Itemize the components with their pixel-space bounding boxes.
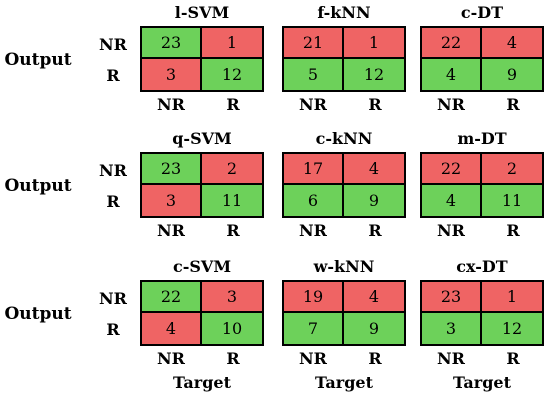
output-label: Output — [4, 50, 72, 70]
cell-r-nr: 3 — [142, 59, 202, 90]
cell-nr-nr: 22 — [422, 154, 482, 185]
confusion-matrix: 21 1 5 12 — [282, 26, 406, 92]
cell-nr-nr: 17 — [284, 154, 344, 185]
block-title: c-SVM — [172, 257, 232, 276]
output-label: Output — [4, 304, 72, 324]
target-col-labels: NR R — [420, 96, 544, 114]
col-label-r: R — [226, 349, 240, 368]
cell-nr-r: 1 — [344, 28, 404, 59]
cell-r-r: 11 — [202, 185, 262, 216]
col-label-nr: NR — [437, 221, 465, 240]
col-label-nr: NR — [157, 349, 185, 368]
row-label-nr: NR — [99, 289, 127, 308]
cell-nr-nr: 23 — [142, 28, 202, 59]
cell-r-nr: 6 — [284, 185, 344, 216]
block-title: c-kNN — [315, 129, 373, 148]
cell-nr-r: 2 — [482, 154, 542, 185]
col-label-r: R — [368, 349, 382, 368]
col-label-r: R — [368, 95, 382, 114]
target-col-labels: NR R — [282, 222, 406, 240]
cell-nr-nr: 21 — [284, 28, 344, 59]
confusion-matrix: 23 2 3 11 — [140, 152, 264, 218]
col-label-r: R — [506, 95, 520, 114]
cell-nr-nr: 22 — [422, 28, 482, 59]
target-label: Target — [315, 373, 373, 392]
col-label-nr: NR — [157, 95, 185, 114]
target-col-labels: NR R — [282, 350, 406, 368]
cell-nr-r: 4 — [344, 282, 404, 313]
confusion-matrix: 22 4 4 9 — [420, 26, 544, 92]
cell-r-nr: 4 — [422, 59, 482, 90]
row-label-r: R — [106, 192, 120, 211]
cell-nr-r: 4 — [482, 28, 542, 59]
col-label-r: R — [226, 221, 240, 240]
block-title: q-SVM — [172, 129, 232, 148]
cell-r-r: 9 — [344, 313, 404, 344]
col-label-r: R — [506, 349, 520, 368]
cell-r-r: 12 — [344, 59, 404, 90]
cell-nr-r: 2 — [202, 154, 262, 185]
target-col-labels: NR R — [420, 222, 544, 240]
cell-nr-nr: 23 — [142, 154, 202, 185]
target-col-labels: NR R — [140, 350, 264, 368]
cell-r-nr: 3 — [422, 313, 482, 344]
confusion-matrix: 22 3 4 10 — [140, 280, 264, 346]
cell-r-nr: 4 — [422, 185, 482, 216]
cell-r-nr: 4 — [142, 313, 202, 344]
target-col-labels: NR R — [420, 350, 544, 368]
col-label-nr: NR — [157, 221, 185, 240]
cell-r-r: 12 — [202, 59, 262, 90]
block-title: w-kNN — [313, 257, 375, 276]
block-title: cx-DT — [456, 257, 508, 276]
col-label-r: R — [368, 221, 382, 240]
row-label-nr: NR — [99, 35, 127, 54]
cell-nr-nr: 23 — [422, 282, 482, 313]
col-label-nr: NR — [437, 95, 465, 114]
cell-nr-r: 3 — [202, 282, 262, 313]
col-label-nr: NR — [299, 349, 327, 368]
target-label: Target — [453, 373, 511, 392]
cell-nr-r: 4 — [344, 154, 404, 185]
col-label-r: R — [226, 95, 240, 114]
confusion-matrix: 22 2 4 11 — [420, 152, 544, 218]
col-label-nr: NR — [299, 95, 327, 114]
target-col-labels: NR R — [140, 222, 264, 240]
col-label-nr: NR — [437, 349, 465, 368]
cell-nr-r: 1 — [482, 282, 542, 313]
target-col-labels: NR R — [282, 96, 406, 114]
cell-r-r: 10 — [202, 313, 262, 344]
confusion-matrix: 23 1 3 12 — [420, 280, 544, 346]
cell-r-nr: 5 — [284, 59, 344, 90]
block-title: c-DT — [460, 3, 504, 22]
cell-nr-r: 1 — [202, 28, 262, 59]
col-label-nr: NR — [299, 221, 327, 240]
cell-r-r: 12 — [482, 313, 542, 344]
confusion-matrix: 19 4 7 9 — [282, 280, 406, 346]
cell-r-nr: 3 — [142, 185, 202, 216]
confusion-matrix: 23 1 3 12 — [140, 26, 264, 92]
target-label: Target — [173, 373, 231, 392]
cell-r-nr: 7 — [284, 313, 344, 344]
cell-nr-nr: 22 — [142, 282, 202, 313]
output-label: Output — [4, 176, 72, 196]
cell-r-r: 11 — [482, 185, 542, 216]
block-title: m-DT — [457, 129, 507, 148]
cell-r-r: 9 — [482, 59, 542, 90]
col-label-r: R — [506, 221, 520, 240]
target-col-labels: NR R — [140, 96, 264, 114]
row-label-r: R — [106, 66, 120, 85]
cell-nr-nr: 19 — [284, 282, 344, 313]
block-title: f-kNN — [317, 3, 371, 22]
cell-r-r: 9 — [344, 185, 404, 216]
row-label-r: R — [106, 320, 120, 339]
block-title: l-SVM — [174, 3, 230, 22]
confusion-matrix: 17 4 6 9 — [282, 152, 406, 218]
row-label-nr: NR — [99, 161, 127, 180]
